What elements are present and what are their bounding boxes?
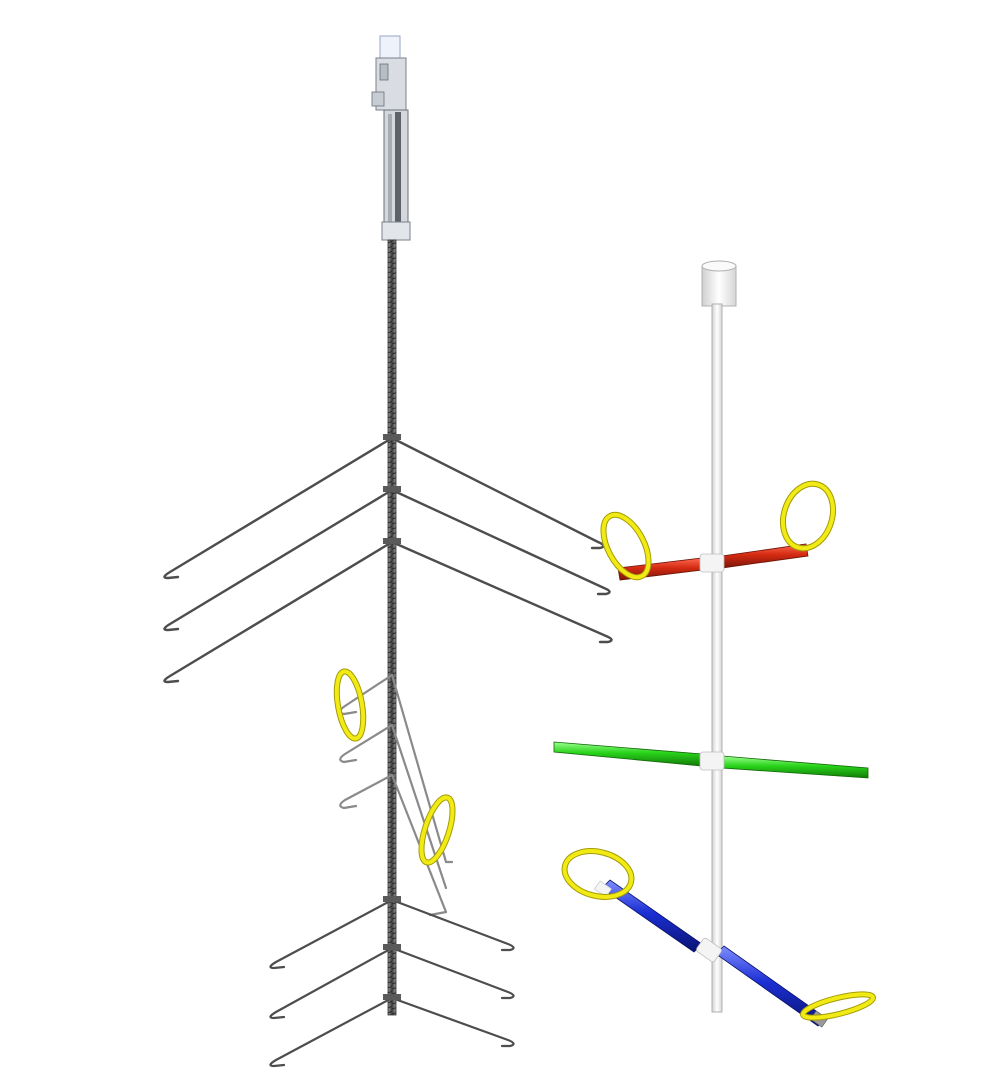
- lower-arm-clamps: [383, 896, 401, 1000]
- yellow-ring: [781, 481, 835, 551]
- yellow-ring: [562, 849, 634, 899]
- yellow-ring: [419, 795, 455, 865]
- blue-crossbar: [593, 879, 829, 1028]
- threaded-rod: [387, 239, 397, 1016]
- blue-bar-rings: [561, 848, 876, 1021]
- linear-actuator: [371, 35, 411, 241]
- yellow-ring: [801, 992, 875, 1020]
- wire-hanger-assembly: [163, 35, 613, 1068]
- left-yellow-rings: [333, 668, 456, 866]
- green-crossbar: [553, 741, 869, 779]
- pole-cap: [701, 260, 737, 307]
- vertical-pole: [711, 303, 723, 1013]
- lower-wire-arms: [269, 898, 515, 1068]
- red-bar-rings: [600, 480, 836, 581]
- yellow-ring: [601, 512, 651, 580]
- pole-rack-assembly: [553, 260, 876, 1028]
- yellow-ring: [334, 669, 366, 741]
- upper-arm-clamps: [383, 434, 401, 544]
